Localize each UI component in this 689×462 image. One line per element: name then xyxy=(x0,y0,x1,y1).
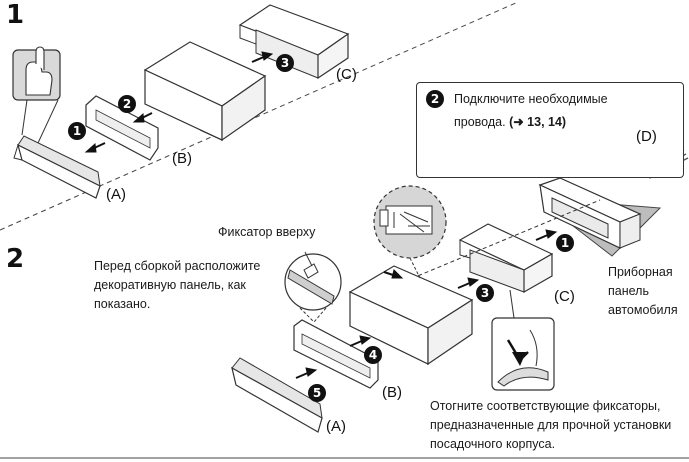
arrows-step2 xyxy=(295,229,558,379)
label-part-c-step2: (C) xyxy=(554,288,575,305)
trim-plate-b-step1 xyxy=(85,95,159,161)
label-part-c-step1: (C) xyxy=(336,66,357,83)
faceplate-a-step1 xyxy=(13,135,101,199)
badge-4-step2: 4 xyxy=(364,346,382,364)
note-bend-line3: посадочного корпуса. xyxy=(430,437,556,451)
badge-3-step2: 3 xyxy=(476,284,494,302)
sleeve-c-step1 xyxy=(238,4,350,80)
note-dashboard-line2: панель xyxy=(608,284,649,298)
trim-plate-b-step2 xyxy=(293,319,379,389)
badge-2-step1: 2 xyxy=(118,95,136,113)
note-dashboard-line3: автомобиля xyxy=(608,303,678,317)
sleeve-detail-inset xyxy=(373,185,447,279)
note-bend-line1: Отогните соответствующие фиксаторы, xyxy=(430,399,661,413)
wiring-callout xyxy=(416,82,684,178)
badge-2-callout: 2 xyxy=(426,90,444,108)
arrows-step1 xyxy=(84,51,274,153)
sleeve-c-step2 xyxy=(458,223,554,294)
badge-1-step1: 1 xyxy=(68,122,86,140)
label-part-b-step2: (B) xyxy=(382,384,402,401)
step-number-2: 2 xyxy=(6,244,25,274)
label-part-d: (D) xyxy=(636,128,657,145)
step-number-1: 1 xyxy=(6,0,25,30)
note-latch-up: Фиксатор вверху xyxy=(218,225,316,239)
latch-up-inset xyxy=(284,251,342,323)
callout-text-line1: Подключите необходимые xyxy=(454,92,608,106)
badge-1-step2: 1 xyxy=(556,234,574,252)
note-before-assembly-line2: декоративную панель, как xyxy=(94,278,246,292)
label-part-a-step2: (A) xyxy=(326,418,346,435)
bend-tab-inset xyxy=(491,289,555,391)
callout-text-wires: провода. xyxy=(454,115,506,129)
note-before-assembly-line3: показано. xyxy=(94,297,151,311)
badge-5-step2: 5 xyxy=(308,384,326,402)
note-bend-line2: предназначенные для прочной установки xyxy=(430,418,672,432)
callout-page-ref: (➜ 13, 14) xyxy=(509,115,567,129)
faceplate-a-step2 xyxy=(231,357,323,433)
label-part-a-step1: (A) xyxy=(106,186,126,203)
badge-3-step1: 3 xyxy=(276,54,294,72)
callout-text-line2: провода. (➜ 13, 14) xyxy=(454,114,566,131)
note-dashboard-line1: Приборная xyxy=(608,265,673,279)
head-unit-step2 xyxy=(348,265,474,366)
press-inset-icon xyxy=(12,46,61,144)
head-unit-step1 xyxy=(143,41,267,142)
note-before-assembly-line1: Перед сборкой расположите xyxy=(94,259,261,273)
label-part-b-step1: (B) xyxy=(172,150,192,167)
dashboard-opening xyxy=(538,177,662,257)
